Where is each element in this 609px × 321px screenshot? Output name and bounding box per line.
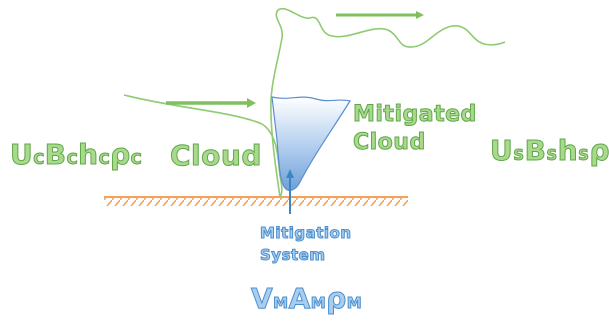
upstream-buoyancy: BC bbox=[44, 138, 79, 172]
mitigation-system-label: Mitigation System bbox=[260, 222, 352, 266]
mitigation-cone bbox=[271, 96, 351, 192]
downstream-velocity: US bbox=[489, 134, 525, 168]
downstream-cloud-boundary bbox=[270, 7, 506, 198]
upstream-height: hC bbox=[78, 138, 111, 172]
upstream-velocity: UC bbox=[9, 138, 45, 172]
cloud-label: Cloud bbox=[170, 139, 262, 173]
mitigated-cloud-line1: Mitigated bbox=[353, 102, 477, 128]
upstream-density: ρC bbox=[110, 138, 143, 172]
mitigation-system-pointer bbox=[286, 169, 294, 214]
downstream-height: hS bbox=[557, 134, 590, 168]
downstream-buoyancy: BS bbox=[524, 134, 558, 168]
upstream-parameters: UCBChCρC bbox=[9, 138, 143, 172]
mitigation-system-line1: Mitigation bbox=[260, 224, 352, 243]
mitigation-density: ρM bbox=[326, 282, 363, 316]
ground-hatching bbox=[104, 197, 408, 206]
mitigation-system-line2: System bbox=[260, 246, 326, 265]
mitigated-cloud-label: Mitigated Cloud bbox=[353, 101, 477, 157]
mitigation-parameters: VMAMρM bbox=[250, 282, 363, 316]
outflow-arrow bbox=[336, 11, 424, 19]
mitigated-cloud-line2: Cloud bbox=[353, 130, 426, 156]
downstream-parameters: USBShSρS bbox=[489, 134, 609, 168]
inflow-arrow bbox=[166, 98, 256, 108]
mitigation-volume-flow: VM bbox=[250, 282, 289, 316]
downstream-density: ρS bbox=[589, 134, 609, 168]
mitigation-area: AM bbox=[288, 282, 327, 316]
upstream-cloud-boundary bbox=[123, 94, 283, 198]
